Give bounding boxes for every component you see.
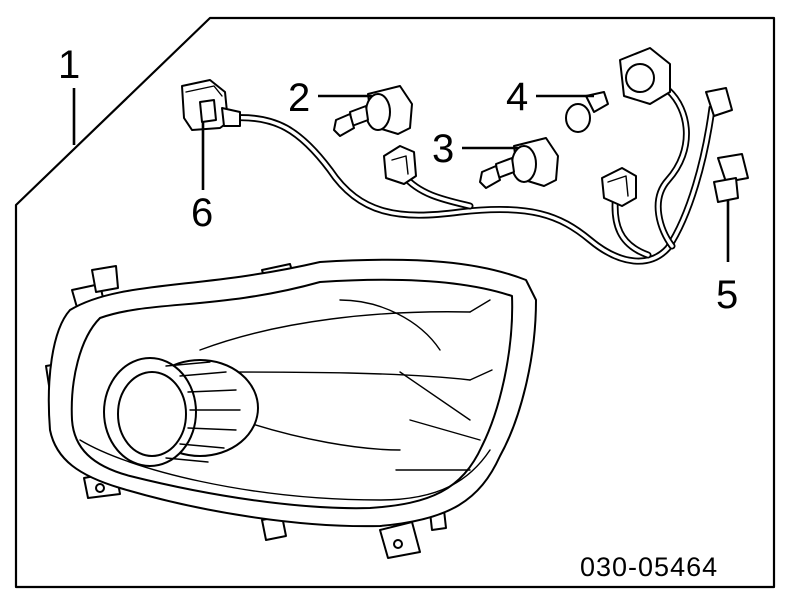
socket-small [383,145,417,185]
callout-2: 2 [288,76,310,120]
socket-mid [601,167,637,207]
callout-3: 3 [432,127,454,171]
connector-6 [181,79,241,131]
callout-4: 4 [506,75,528,119]
diagram-frame [14,16,776,589]
headlamp-assembly [45,258,537,559]
bulb-3 [479,137,559,189]
bulb-2 [333,85,413,137]
callout-5: 5 [716,273,738,317]
socket-large [619,47,733,117]
diagram-code: 030-05464 [580,552,718,582]
callout-1: 1 [58,43,80,87]
callout-6: 6 [191,191,213,235]
socket-5 [713,153,749,203]
bulb-4 [565,91,609,133]
